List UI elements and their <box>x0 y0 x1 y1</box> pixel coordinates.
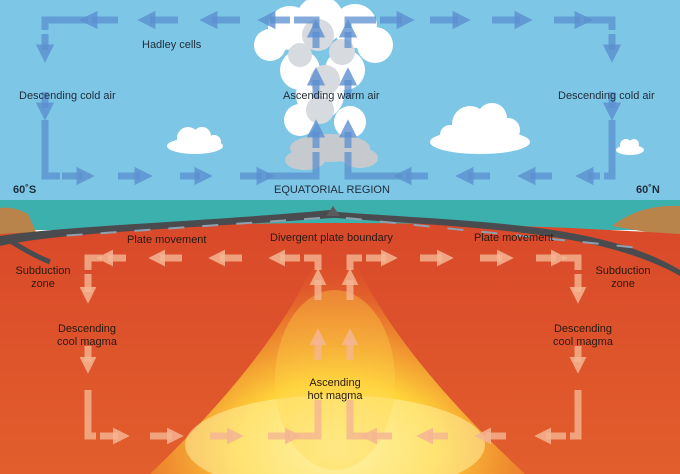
ascending-line2: hot magma <box>307 390 363 402</box>
label-plate-movement-left: Plate movement <box>127 234 207 246</box>
label-divergent-plate-boundary: Divergent plate boundary <box>270 232 393 244</box>
cloud-small-right <box>616 139 644 155</box>
descending-left-line1: Descending <box>57 323 117 335</box>
descending-right-line1: Descending <box>553 323 613 335</box>
ascending-line1: Ascending <box>309 377 361 389</box>
label-descending-cold-air-right: Descending cold air <box>558 90 655 102</box>
air-cell-corners <box>41 16 616 180</box>
subduction-left-line2: zone <box>31 278 55 290</box>
label-plate-movement-right: Plate movement <box>474 232 554 244</box>
label-descending-cool-magma-right: Descending cool magma <box>548 323 618 349</box>
descending-left-line2: cool magma <box>57 336 117 348</box>
magma-arrows <box>79 249 587 445</box>
label-ascending-hot-magma: Ascending hot magma <box>298 377 372 403</box>
subduction-right-line1: Subduction <box>595 265 651 277</box>
label-subduction-zone-left: Subduction zone <box>14 265 72 291</box>
descending-right-line2: cool magma <box>553 336 613 348</box>
magma-cell-corners <box>84 254 582 440</box>
label-60-north: 60˚N <box>636 184 660 196</box>
tectonic-plate <box>0 210 680 276</box>
label-descending-cool-magma-left: Descending cool magma <box>52 323 122 349</box>
subduction-left-line1: Subduction <box>15 265 71 277</box>
label-ascending-warm-air: Ascending warm air <box>283 90 380 102</box>
ridge-peak <box>326 206 340 216</box>
left-continent <box>0 207 36 240</box>
label-60-south: 60˚S <box>13 184 37 196</box>
air-arrows <box>35 10 622 186</box>
cloud-small-left <box>167 127 223 154</box>
label-descending-cold-air-left: Descending cold air <box>19 90 116 102</box>
label-equatorial-region: EQUATORIAL REGION <box>274 184 390 196</box>
right-continent <box>612 205 680 238</box>
subduction-right-line2: zone <box>611 278 635 290</box>
label-hadley-cells: Hadley cells <box>142 39 202 51</box>
subduction-left <box>10 239 51 265</box>
cloud-right <box>430 103 530 154</box>
label-subduction-zone-right: Subduction zone <box>594 265 652 291</box>
